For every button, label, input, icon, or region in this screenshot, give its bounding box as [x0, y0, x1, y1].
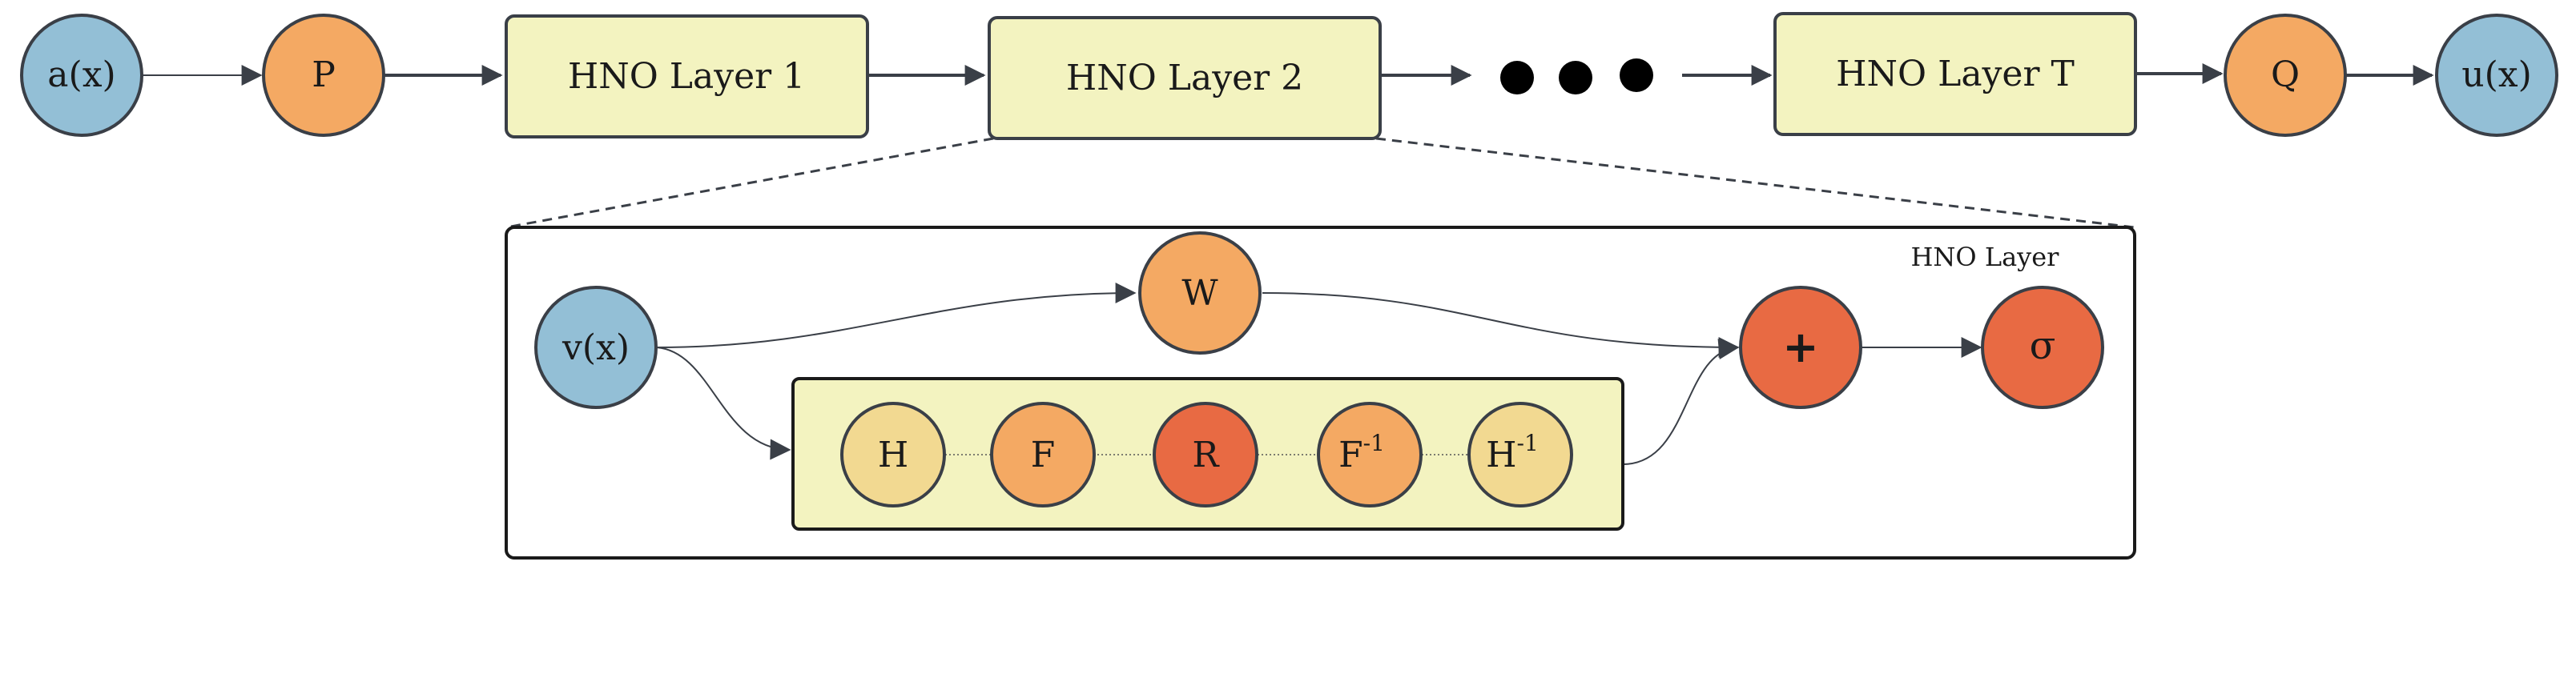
lift-label: P: [312, 54, 336, 95]
hno-layer-t-rect: [1773, 12, 2137, 136]
weight-node: W: [1138, 231, 1262, 355]
f-inverse-circle: [1317, 402, 1423, 507]
h-label: H: [878, 435, 908, 475]
f-node: F: [990, 402, 1096, 507]
curve-v-to-chain: [656, 347, 791, 460]
operator-chain-box: H F R F-1 H-1: [791, 377, 1624, 531]
sum-node: +: [1739, 286, 1862, 409]
activation-label: σ: [2030, 323, 2056, 368]
h-inverse-node: H-1: [1467, 402, 1573, 507]
activation-node: σ: [1981, 286, 2104, 409]
project-label: Q: [2271, 54, 2300, 95]
weight-circle: [1138, 231, 1262, 355]
input-circle: [20, 14, 143, 137]
f-inverse-label: F-1: [1338, 430, 1385, 475]
f-inverse-base: F: [1338, 435, 1363, 475]
activation-circle: [1981, 286, 2104, 409]
pipeline-connectors: [143, 63, 2434, 86]
output-node: u(x): [2435, 14, 2558, 137]
r-node: R: [1153, 402, 1258, 507]
hno-layer-2-box: HNO Layer 2: [988, 16, 1382, 140]
hno-layer-t-box: HNO Layer T: [1773, 12, 2137, 136]
hno-layer-1-rect: [505, 14, 869, 138]
hno-layer-2-label: HNO Layer 2: [1066, 58, 1303, 98]
f-circle: [990, 402, 1096, 507]
detail-input-circle: [534, 286, 658, 409]
detail-input-node: v(x): [534, 286, 658, 409]
lift-circle: [262, 14, 385, 137]
h-circle: [840, 402, 946, 507]
detail-input-label: v(x): [561, 327, 630, 368]
zoom-line-left: [505, 137, 994, 229]
zoom-lines: [505, 137, 2135, 229]
project-node: Q: [2224, 14, 2347, 137]
h-inverse-exponent: -1: [1517, 430, 1539, 456]
h-inverse-label: H-1: [1486, 430, 1539, 475]
r-circle: [1153, 402, 1258, 507]
hno-layer-2-rect: [988, 16, 1382, 140]
input-label: a(x): [47, 54, 115, 95]
ellipsis-dot-2: [1559, 61, 1592, 94]
hno-layer-1-label: HNO Layer 1: [568, 56, 805, 97]
sum-label: +: [1782, 322, 1818, 372]
f-label: F: [1031, 435, 1056, 475]
zoom-line-right: [1375, 137, 2135, 229]
h-inverse-circle: [1467, 402, 1573, 507]
ellipsis-dot-1: [1500, 61, 1534, 94]
f-inverse-node: F-1: [1317, 402, 1423, 507]
hno-layer-detail-panel: HNO Layer v(x) W + σ: [505, 226, 2136, 560]
curve-chain-to-sum: [1622, 339, 1740, 465]
lift-node: P: [262, 14, 385, 137]
h-node: H: [840, 402, 946, 507]
detail-panel-title: HNO Layer: [1911, 242, 2060, 272]
sum-circle: [1739, 286, 1862, 409]
project-circle: [2224, 14, 2347, 137]
r-label: R: [1192, 435, 1220, 475]
output-circle: [2435, 14, 2558, 137]
ellipsis-dot-3: [1620, 58, 1653, 92]
ellipsis: [1500, 58, 1653, 94]
hno-layer-t-label: HNO Layer T: [1836, 54, 2075, 94]
f-inverse-exponent: -1: [1363, 430, 1385, 456]
h-inverse-base: H: [1486, 435, 1516, 475]
output-label: u(x): [2461, 54, 2531, 95]
curve-w-to-sum: [1262, 292, 1740, 358]
weight-label: W: [1181, 273, 1218, 314]
curve-v-to-w: [656, 283, 1137, 348]
detail-connectors: [656, 283, 1982, 465]
input-node: a(x): [20, 14, 143, 137]
hno-layer-1-box: HNO Layer 1: [505, 14, 869, 138]
